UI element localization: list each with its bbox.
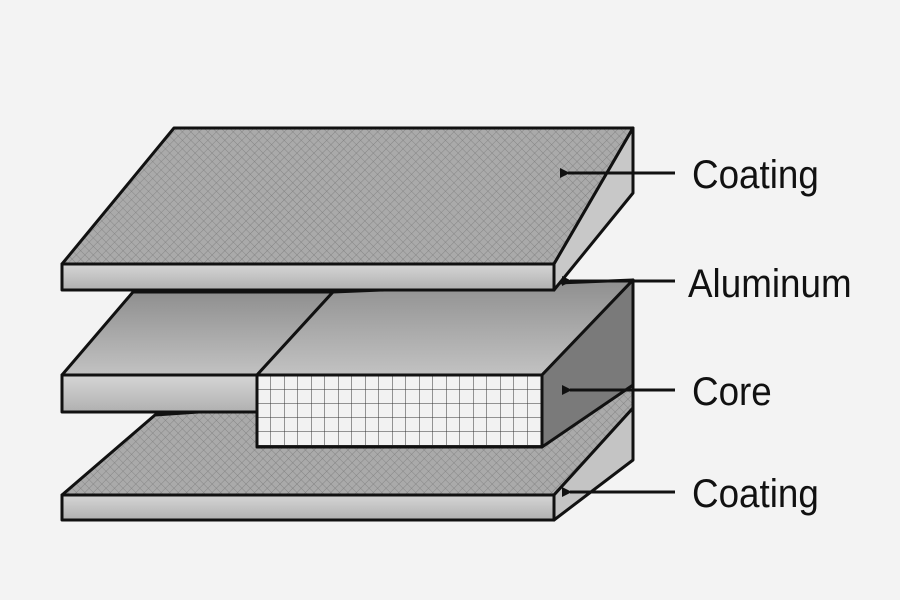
- label-core: Core: [692, 370, 772, 414]
- label-top-coating: Coating: [692, 153, 819, 197]
- label-bottom-coating: Coating: [692, 472, 819, 516]
- label-aluminum: Aluminum: [688, 262, 852, 306]
- top-coating-layer: [60, 126, 635, 292]
- core-layer: [60, 278, 635, 449]
